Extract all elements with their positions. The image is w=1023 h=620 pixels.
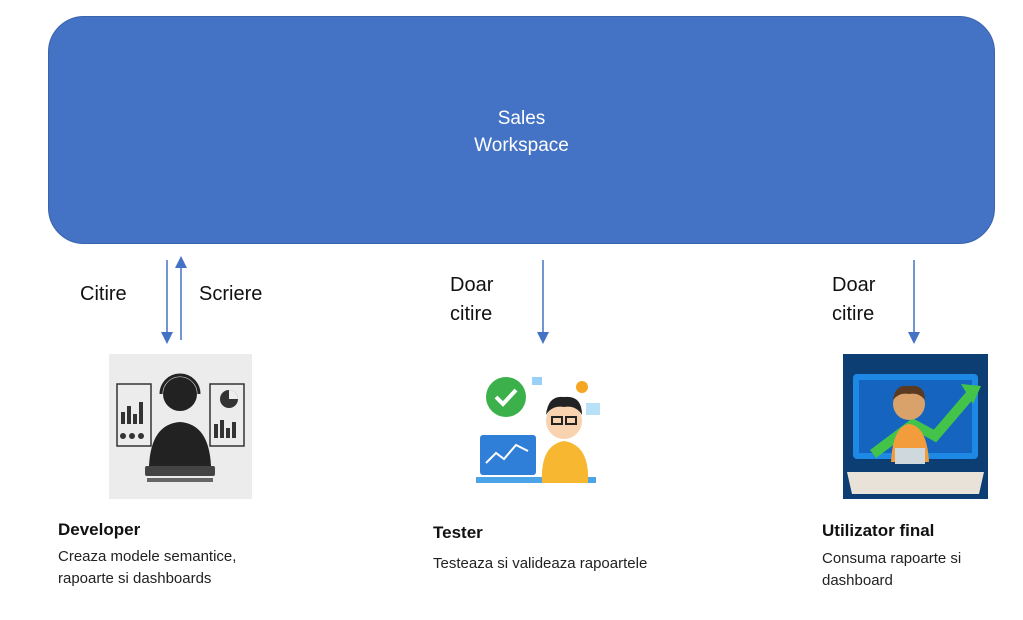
end-user-illustration: [843, 354, 988, 499]
developer-write-label: Scriere: [199, 283, 263, 305]
tester-role-description: Testeaza si valideaza rapoartele: [433, 555, 648, 572]
tester-illustration: [472, 365, 610, 493]
workspace-title: Sales Workspace: [474, 108, 569, 156]
enduser-role-title: Utilizator final: [822, 521, 935, 540]
sales-workspace-box: Sales Workspace: [48, 16, 995, 244]
developer-role-description: Creaza modele semantice, rapoarte si das…: [58, 548, 237, 587]
tester-read-label: Doar citire: [450, 274, 494, 325]
developer-read-label: Citire: [80, 283, 127, 305]
developer-illustration: [109, 354, 252, 499]
developer-role-title: Developer: [58, 520, 141, 539]
enduser-role-description: Consuma rapoarte si dashboard: [822, 550, 962, 589]
enduser-read-label: Doar citire: [832, 274, 876, 325]
tester-role-title: Tester: [433, 523, 483, 542]
